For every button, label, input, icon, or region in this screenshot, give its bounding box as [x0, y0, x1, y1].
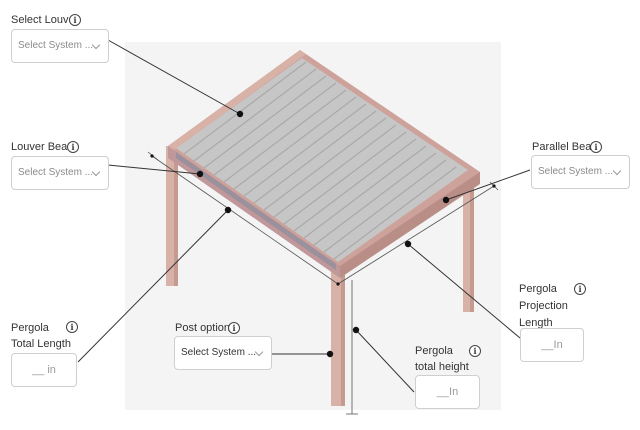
post-options-label: Post options	[175, 322, 236, 334]
select-louver-info-icon[interactable]: i	[69, 14, 81, 26]
select-louver-label: Select Louver	[11, 14, 79, 26]
post-options-dropdown[interactable]: Select System ...	[174, 336, 272, 370]
louver-surface	[176, 58, 468, 262]
projection-dimension-line	[337, 185, 495, 285]
post-options-info-icon[interactable]: i	[228, 322, 240, 334]
post-options-value: Select System ...	[181, 347, 257, 358]
total-length-label-line2: Total Length	[11, 338, 71, 350]
total-height-label-line1: Pergola	[415, 345, 453, 357]
projection-length-input[interactable]: __In	[520, 328, 584, 362]
leader-projection	[407, 243, 521, 339]
total-length-info-icon[interactable]: i	[66, 321, 78, 333]
parallel-beam-value: Select System ...	[538, 166, 614, 177]
louver-beam-dropdown[interactable]: Select System ...	[11, 156, 109, 190]
leader-select-louver	[107, 39, 241, 115]
total-height-label-line2: total height	[415, 361, 469, 373]
select-louver-dropdown[interactable]: Select System ...	[11, 29, 109, 63]
length-dimension-line	[151, 155, 339, 285]
leader-louver-beam	[107, 164, 201, 175]
total-length-label-line1: Pergola	[11, 322, 49, 334]
total-height-input[interactable]: __In	[415, 375, 480, 409]
louver-beam-value: Select System ...	[18, 167, 94, 178]
total-length-input[interactable]: __ in	[11, 353, 77, 387]
total-height-info-icon[interactable]: i	[469, 345, 481, 357]
select-louver-value: Select System ...	[18, 40, 94, 51]
projection-length-info-icon[interactable]: i	[574, 283, 586, 295]
leader-total-length	[77, 209, 229, 363]
chevron-down-icon	[612, 166, 622, 176]
parallel-beam-dropdown[interactable]: Select System ...	[531, 155, 630, 189]
parallel-beam-label: Parallel Beam	[532, 141, 601, 153]
projection-length-label: Pergola Projection Length	[519, 283, 568, 329]
back-right-post	[463, 180, 474, 312]
louver-beam-info-icon[interactable]: i	[67, 141, 79, 153]
leader-parallel-beam	[445, 169, 531, 201]
parallel-beam-info-icon[interactable]: i	[590, 141, 602, 153]
louver-beam-label: Louver Beam	[11, 141, 77, 153]
leader-total-height	[355, 329, 415, 393]
louver-slats	[183, 61, 457, 260]
